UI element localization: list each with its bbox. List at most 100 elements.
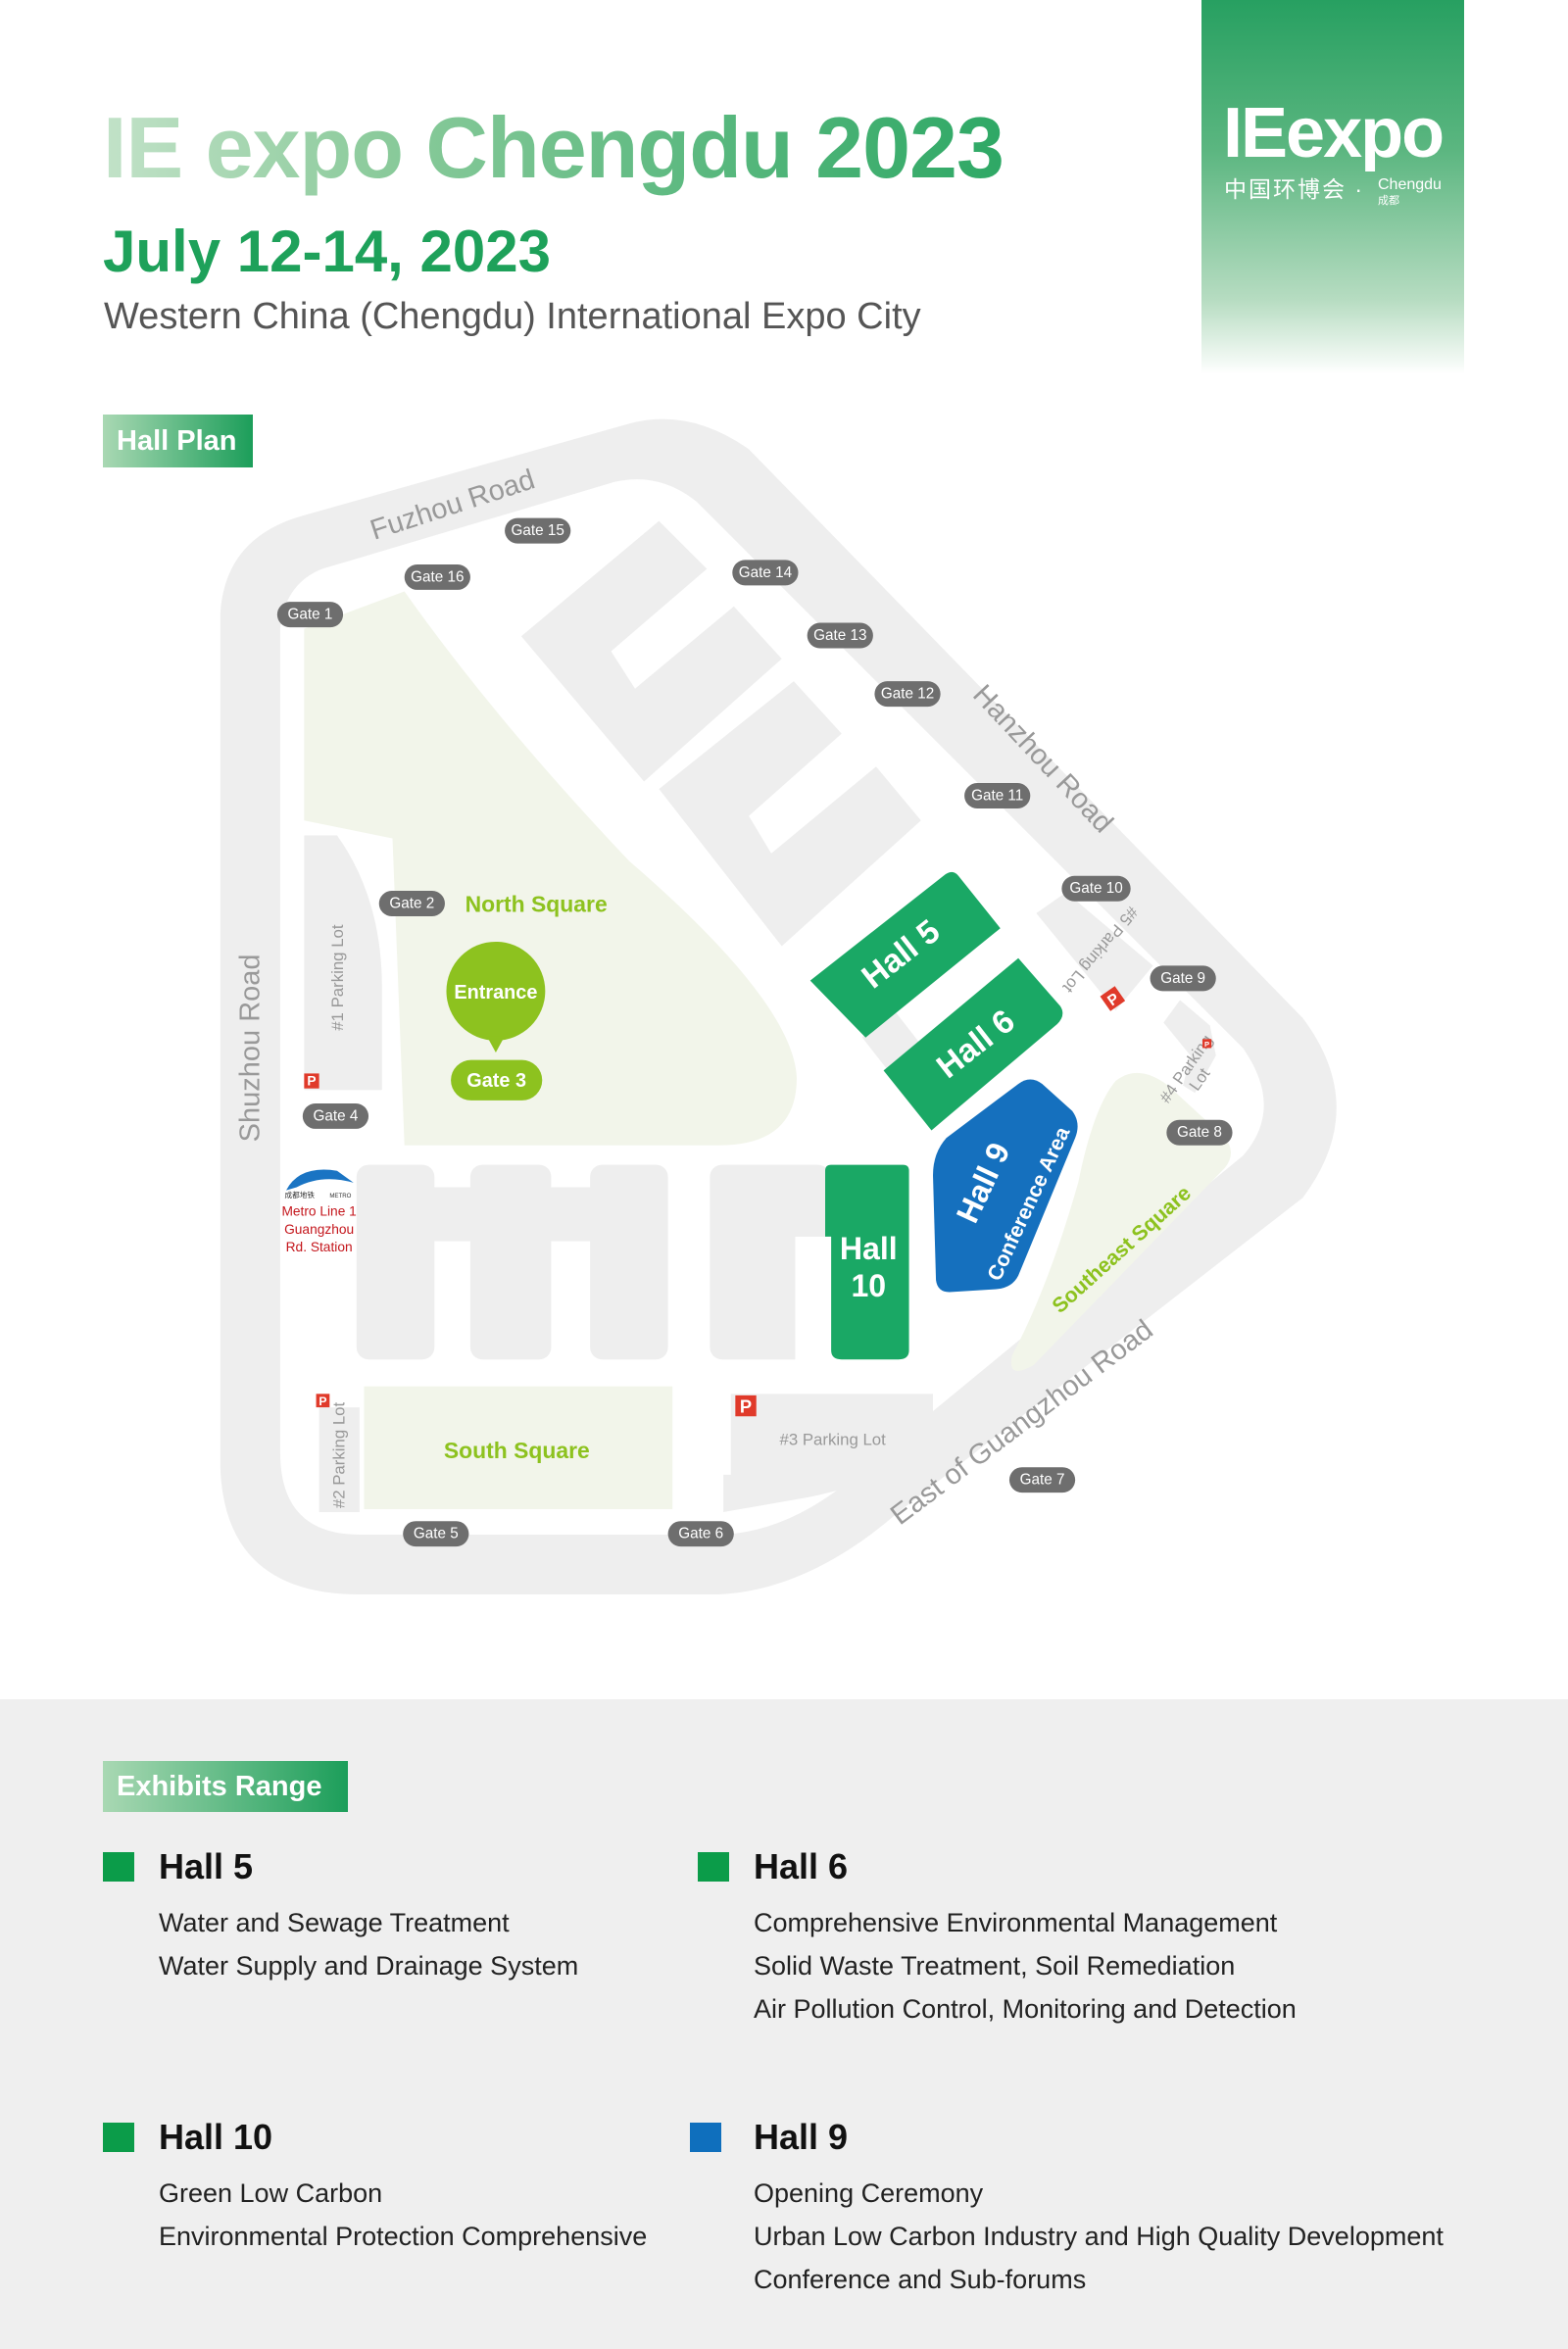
- building-north-1: [520, 520, 782, 782]
- gate-label: Gate 7: [1020, 1472, 1065, 1489]
- hall-9-building[interactable]: [933, 1079, 1078, 1293]
- gate-3[interactable]: Gate 3: [451, 1059, 543, 1101]
- hall-name: Hall 10: [159, 2117, 273, 2157]
- exhibit-item: Green Low Carbon: [159, 2178, 383, 2208]
- gate-16[interactable]: Gate 16: [404, 563, 470, 590]
- gate-2[interactable]: Gate 2: [378, 891, 445, 916]
- gate-pill: [874, 681, 941, 708]
- hall-5-color-square: [103, 1852, 134, 1882]
- gate-15[interactable]: Gate 15: [505, 517, 571, 544]
- parking-lot-3: [723, 1394, 934, 1513]
- metro-station-a: Guangzhou: [284, 1222, 354, 1237]
- north-square-area: [304, 591, 797, 1146]
- exhibit-item: Water Supply and Drainage System: [159, 1951, 579, 1981]
- logo-city: Chengdu: [1378, 176, 1442, 193]
- gate-pill: [1150, 965, 1216, 992]
- gate-label: Gate 8: [1177, 1124, 1222, 1141]
- gate-pill: [505, 517, 571, 544]
- exhibit-item: Air Pollution Control, Monitoring and De…: [754, 1994, 1297, 2024]
- svg-text:P: P: [307, 1074, 316, 1089]
- parking-icon: P: [1202, 1039, 1212, 1049]
- exhibit-item: Environmental Protection Comprehensive: [159, 2222, 648, 2251]
- event-date: July 12-14, 2023: [103, 219, 552, 284]
- gate-pill: [1008, 1467, 1076, 1493]
- shuzhou-road-label: Shuzhou Road: [235, 954, 267, 1142]
- gate-label: Gate 5: [414, 1526, 459, 1542]
- hall-10-building[interactable]: [825, 1164, 909, 1360]
- hall-plan-tag: Hall Plan: [103, 415, 253, 467]
- hall-name: Hall 5: [159, 1846, 254, 1886]
- gate-pill: [732, 560, 799, 586]
- metro-logo: 成都地铁 METRO: [284, 1169, 354, 1199]
- ieexpo-logo: IEexpo 中国环博会 · Chengdu 成都: [1201, 0, 1464, 374]
- hall-9-color-square: [690, 2123, 721, 2152]
- gate-pill: [302, 1102, 369, 1129]
- hall-10-label-a: Hall: [840, 1231, 898, 1266]
- exhibits-range-section: Exhibits Range Hall 5 Water and Sewage T…: [0, 1699, 1568, 2349]
- exhibit-item: Solid Waste Treatment, Soil Remediation: [754, 1951, 1236, 1981]
- svg-text:METRO: METRO: [329, 1193, 351, 1199]
- exhibits-range-tag: Exhibits Range: [103, 1761, 348, 1812]
- south-square-area: [364, 1386, 673, 1509]
- logo-mark: IEexpo: [1223, 94, 1445, 172]
- building-south-1: [356, 1164, 435, 1360]
- logo-city-cn: 成都: [1378, 195, 1399, 207]
- entrance-marker[interactable]: Entrance: [446, 941, 546, 1053]
- entrance-label: Entrance: [454, 982, 537, 1003]
- gate-label: Gate 16: [411, 568, 464, 585]
- parking-icon: P: [1100, 986, 1126, 1011]
- gate-label: Gate 2: [389, 895, 434, 911]
- gate-label: Gate 4: [314, 1107, 359, 1124]
- gate-4[interactable]: Gate 4: [302, 1102, 369, 1129]
- gate-14[interactable]: Gate 14: [732, 560, 799, 586]
- gate-11[interactable]: Gate 11: [964, 783, 1031, 808]
- svg-text:Gate 3: Gate 3: [466, 1070, 526, 1092]
- parking-lot-2: [318, 1407, 360, 1513]
- gate-pill: [1061, 875, 1131, 902]
- parking-lot-3-label: #3 Parking Lot: [779, 1430, 886, 1448]
- parking-icon: P: [304, 1073, 319, 1089]
- parking-lot-5: [1036, 892, 1153, 1011]
- north-square-label: North Square: [466, 891, 608, 916]
- gate-label: Gate 6: [678, 1526, 723, 1542]
- hall-name: Hall 9: [754, 2117, 849, 2157]
- hall-5-building[interactable]: [809, 871, 1001, 1038]
- page-title: IE expo Chengdu 2023: [103, 99, 1004, 196]
- gate-5[interactable]: Gate 5: [403, 1521, 469, 1547]
- hall-6-building[interactable]: [883, 957, 1063, 1131]
- hall-10-color-square: [103, 2123, 134, 2152]
- hall-6-color-square: [698, 1852, 729, 1882]
- gate-label: Gate 1: [288, 607, 333, 623]
- gate-pill: [403, 1521, 469, 1547]
- gate-9[interactable]: Gate 9: [1150, 965, 1216, 992]
- gate-12[interactable]: Gate 12: [874, 681, 941, 708]
- southeast-square-area: [1010, 1072, 1232, 1371]
- hall-name: Hall 6: [754, 1846, 849, 1886]
- gate-label: Gate 14: [739, 564, 793, 581]
- gate-8[interactable]: Gate 8: [1166, 1119, 1233, 1146]
- parking-icon: P: [735, 1395, 757, 1416]
- svg-text:P: P: [740, 1395, 752, 1416]
- svg-text:P: P: [1204, 1040, 1209, 1049]
- gate-6[interactable]: Gate 6: [667, 1521, 734, 1547]
- exhibit-item: Comprehensive Environmental Management: [754, 1908, 1278, 1937]
- svg-text:P: P: [318, 1395, 326, 1408]
- building-south-3: [590, 1164, 668, 1360]
- exhibit-item: Water and Sewage Treatment: [159, 1908, 510, 1937]
- venue: Western China (Chengdu) International Ex…: [104, 296, 921, 337]
- gate-pill: [807, 622, 873, 649]
- gate-10[interactable]: Gate 10: [1061, 875, 1131, 902]
- building-north-2: [659, 681, 921, 947]
- metro-swoosh-icon: [286, 1169, 354, 1191]
- exhibit-item: Opening Ceremony: [754, 2178, 984, 2208]
- gate-7[interactable]: Gate 7: [1008, 1467, 1076, 1493]
- gate-pill: [378, 891, 445, 916]
- gate-label: Gate 9: [1160, 970, 1205, 987]
- parking-lot-1-label: #1 Parking Lot: [328, 924, 347, 1031]
- gate-13[interactable]: Gate 13: [807, 622, 873, 649]
- gate-pill: [276, 602, 344, 628]
- exhibit-item: Conference and Sub-forums: [754, 2265, 1087, 2294]
- parking-lot-4: [1163, 1000, 1216, 1094]
- gate-label: Gate 10: [1069, 880, 1122, 897]
- gate-1[interactable]: Gate 1: [276, 602, 344, 628]
